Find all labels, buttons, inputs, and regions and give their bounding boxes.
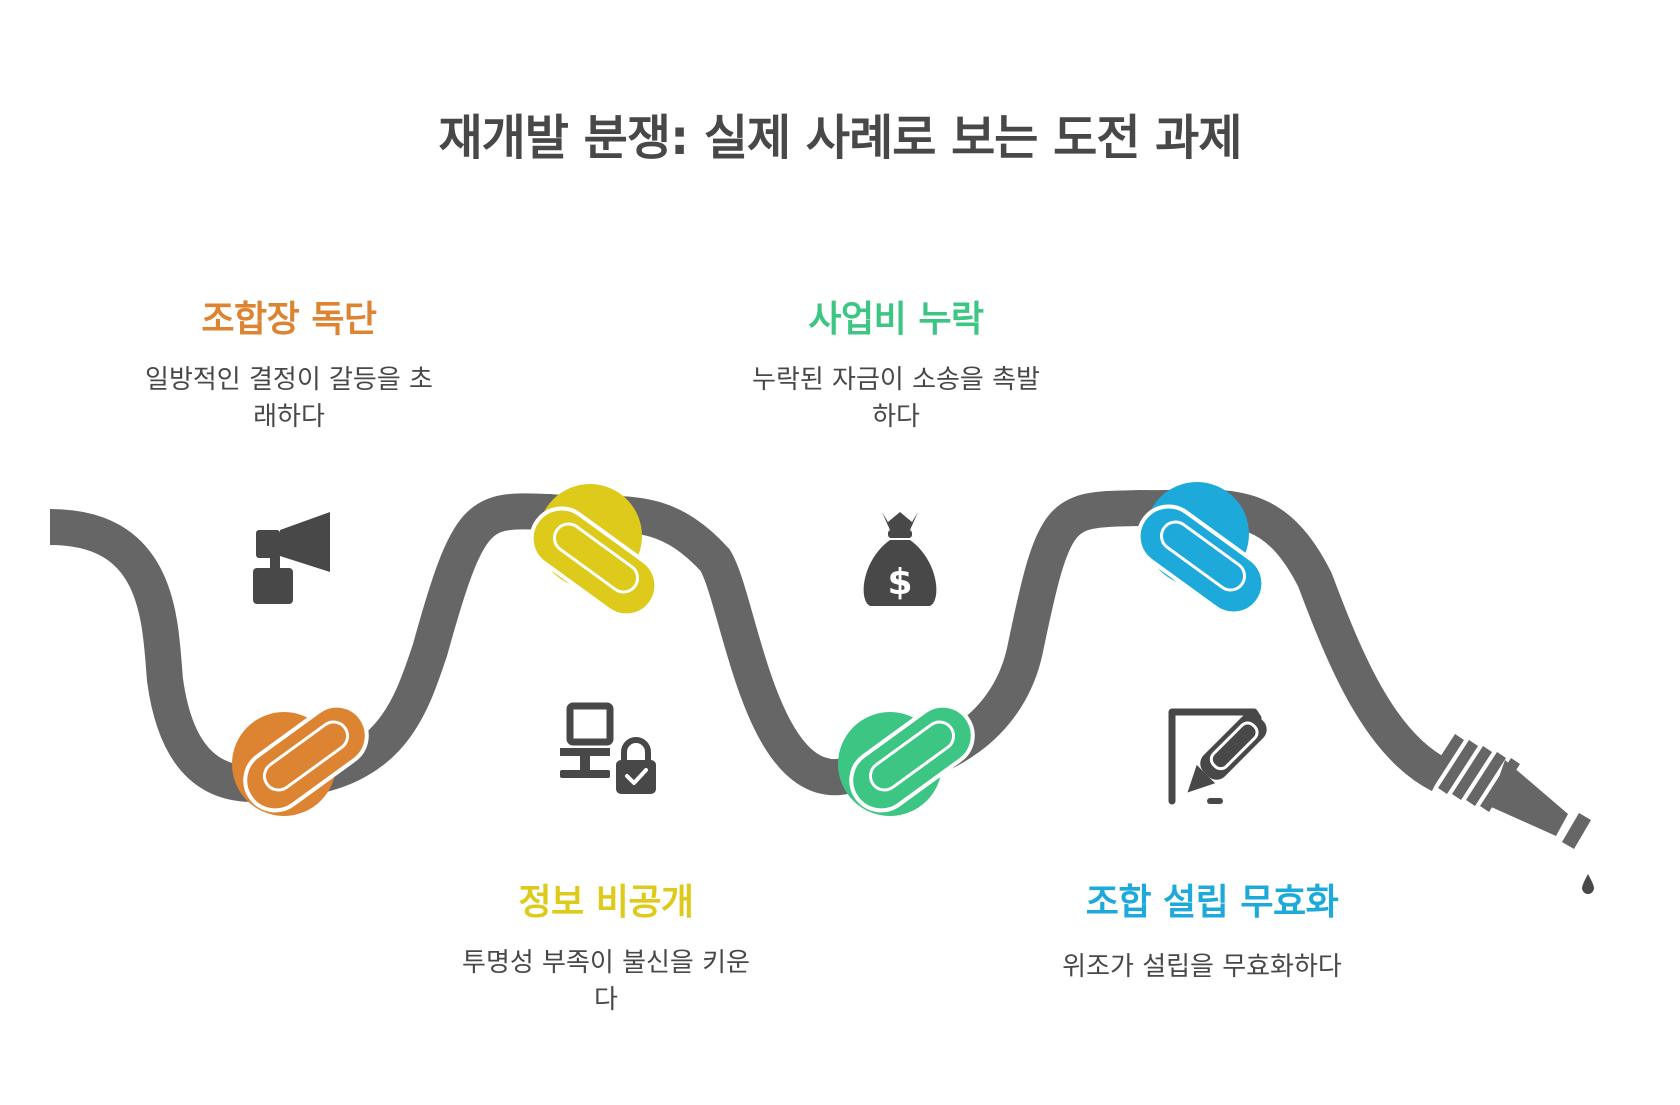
knot-yellow [529, 484, 659, 618]
megaphone-icon [253, 512, 330, 604]
step-1-heading: 조합장 독단 [201, 299, 377, 340]
step-3-desc-text: 누락된 자금이 소송을 촉발 하다 [752, 365, 1040, 432]
step-3-desc: 누락된 자금이 소송을 촉발 하다 [726, 362, 1066, 436]
water-drop [1582, 874, 1594, 894]
knot-orange [232, 703, 369, 816]
knot-blue [1136, 482, 1266, 616]
step-2-desc: 투명성 부족이 불신을 키운 다 [436, 945, 776, 1019]
step-1-desc: 일방적인 결정이 갈등을 초 래하다 [119, 362, 459, 436]
step-4-heading: 조합 설립 무효화 [1085, 882, 1339, 923]
step-2-heading: 정보 비공개 [518, 882, 694, 923]
nozzle [1424, 734, 1594, 894]
money-bag-icon: $ [863, 512, 937, 606]
step-4-desc: 위조가 설립을 무효화하다 [1022, 949, 1382, 986]
step-4-desc-text: 위조가 설립을 무효화하다 [1062, 952, 1342, 982]
laptop-lock-icon [560, 702, 656, 794]
page-title: 재개발 분쟁: 실제 사례로 보는 도전 과제 [438, 110, 1242, 166]
step-1-desc-text: 일방적인 결정이 갈등을 초 래하다 [145, 365, 433, 432]
step-3-heading: 사업비 누락 [808, 299, 984, 340]
step-2-desc-text: 투명성 부족이 불신을 키운 다 [462, 948, 750, 1015]
signature-pen-icon [1168, 708, 1267, 805]
svg-text:$: $ [887, 562, 912, 603]
knot-green [838, 703, 975, 816]
